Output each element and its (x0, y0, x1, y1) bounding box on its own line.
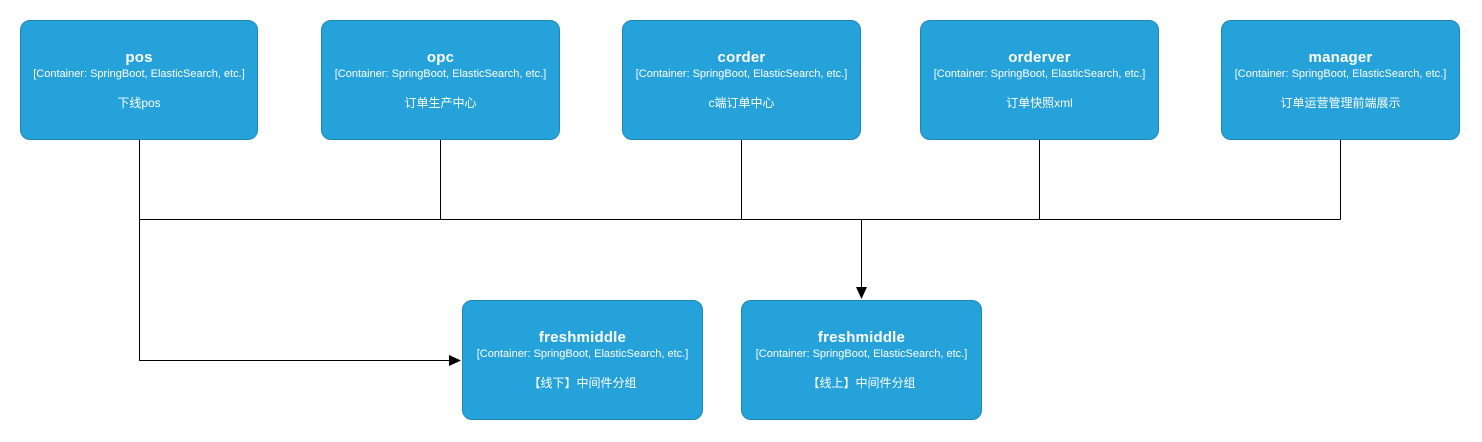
container-node-manager[interactable]: manager [Container: SpringBoot, ElasticS… (1221, 20, 1460, 140)
node-technology: [Container: SpringBoot, ElasticSearch, e… (635, 68, 848, 80)
node-title: orderver (1008, 49, 1071, 66)
node-technology: [Container: SpringBoot, ElasticSearch, e… (476, 348, 689, 360)
node-title: freshmiddle (538, 329, 627, 346)
container-node-freshmiddle-online[interactable]: freshmiddle [Container: SpringBoot, Elas… (741, 300, 982, 420)
node-description: 订单快照xml (1006, 96, 1073, 110)
edge-to-freshmiddle-offline (139, 219, 451, 361)
node-description: c端订单中心 (708, 96, 775, 110)
node-description: 订单运营管理前端展示 (1280, 96, 1401, 110)
node-title: opc (426, 49, 455, 66)
node-technology: [Container: SpringBoot, ElasticSearch, e… (933, 68, 1146, 80)
node-description: 订单生产中心 (404, 96, 477, 110)
container-node-pos[interactable]: pos [Container: SpringBoot, ElasticSearc… (20, 20, 258, 140)
node-description: 【线上】中间件分组 (807, 376, 916, 390)
node-technology: [Container: SpringBoot, ElasticSearch, e… (334, 68, 547, 80)
arrowhead-right-icon (449, 355, 461, 366)
node-title: pos (125, 49, 153, 66)
node-title: corder (717, 49, 766, 66)
container-node-corder[interactable]: corder [Container: SpringBoot, ElasticSe… (622, 20, 861, 140)
container-node-freshmiddle-offline[interactable]: freshmiddle [Container: SpringBoot, Elas… (462, 300, 703, 420)
node-technology: [Container: SpringBoot, ElasticSearch, e… (755, 348, 968, 360)
node-description: 下线pos (117, 96, 161, 110)
node-description: 【线下】中间件分组 (528, 376, 637, 390)
node-title: freshmiddle (817, 329, 906, 346)
node-technology: [Container: SpringBoot, ElasticSearch, e… (33, 68, 245, 80)
node-title: manager (1308, 49, 1373, 66)
arrowhead-down-icon (856, 287, 867, 299)
container-node-orderver[interactable]: orderver [Container: SpringBoot, Elastic… (920, 20, 1159, 140)
container-node-opc[interactable]: opc [Container: SpringBoot, ElasticSearc… (321, 20, 560, 140)
node-technology: [Container: SpringBoot, ElasticSearch, e… (1234, 68, 1447, 80)
